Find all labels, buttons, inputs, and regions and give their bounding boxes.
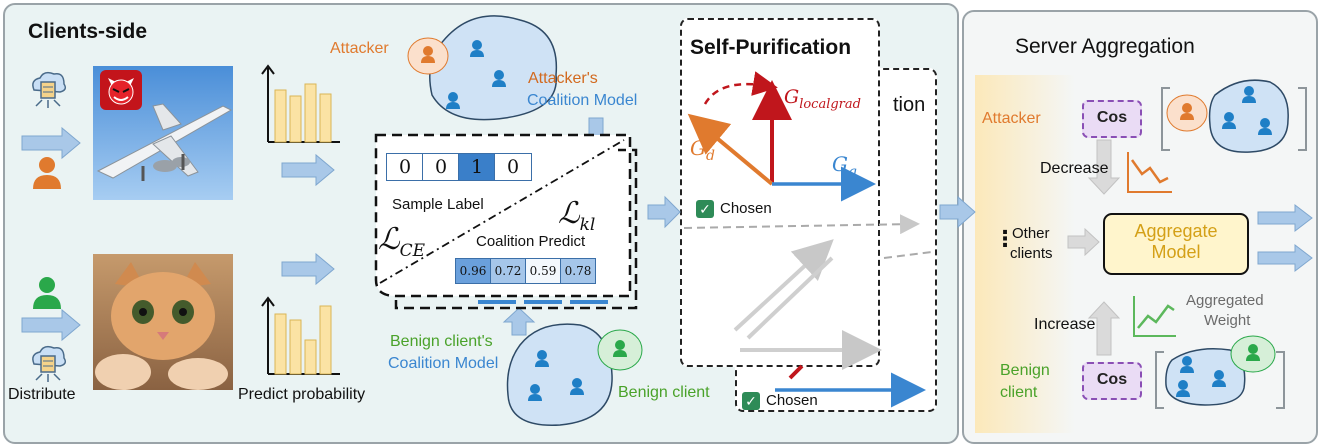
sample-label-cell: 1: [458, 153, 496, 181]
attacker-label: Attacker: [330, 40, 389, 57]
loss-diagonal: [379, 139, 625, 284]
loss-ce-subscript: CE: [399, 241, 426, 261]
clients-side-title: Clients-side: [28, 20, 148, 43]
cloud-server-icon-top: [26, 68, 70, 117]
sample-label-cell: 0: [494, 153, 532, 181]
arrow-out-1: [1257, 203, 1313, 233]
cloud-server-icon-bottom: [26, 342, 70, 391]
decrease-chart-icon: [1127, 152, 1172, 193]
distribute-label: Distribute: [8, 386, 76, 403]
benign-coalition-blob: [506, 323, 613, 426]
g-localgrad-label: Glocalgrad: [784, 86, 861, 112]
aggregated-weight-line1: Aggregated: [1186, 292, 1264, 309]
g-d-arrow: [687, 113, 774, 186]
chosen-label-1: Chosen: [720, 200, 772, 217]
decrease-label: Decrease: [1040, 160, 1109, 177]
benign-client-label: Benign client: [618, 384, 710, 401]
predict-cell: 0.59: [525, 258, 561, 284]
arrow-to-server: [939, 195, 976, 229]
predict-bars-bottom: [261, 296, 340, 375]
arrow-to-airplane: [21, 126, 81, 160]
predict-probability-label: Predict probability: [238, 386, 366, 403]
server-highlight: [975, 75, 1075, 433]
arrow-to-purification: [647, 195, 681, 229]
arrow-other-clients: [1067, 227, 1100, 257]
other-clients-line2: clients: [1010, 245, 1053, 262]
checkbox-checked-icon: ✓: [742, 392, 760, 411]
chosen-row-2: ✓ Chosen: [742, 392, 818, 411]
aggregate-line2: Model: [1151, 242, 1201, 262]
g-d-subscript: d: [705, 148, 715, 164]
sample-label-cell: 0: [386, 153, 424, 181]
predict-cell: 0.72: [490, 258, 526, 284]
increase-chart-icon: [1133, 296, 1176, 337]
predict-bars-top: [261, 64, 340, 143]
attacker-coalition-line1: Attacker's: [528, 70, 598, 87]
predict-cell: 0.96: [455, 258, 491, 284]
g-g-label: Gg: [832, 152, 857, 180]
benign-coalition-line2: Coalition Model: [388, 355, 499, 372]
g-d-symbol: G: [690, 136, 706, 160]
chosen-row-1: ✓ Chosen: [696, 200, 772, 219]
devil-icon: [100, 70, 142, 110]
arrow-increase: [1087, 301, 1121, 356]
loss-ce-label: ℒCE: [378, 222, 425, 261]
coalition-predict-text: Coalition Predict: [476, 233, 586, 250]
sample-label-text: Sample Label: [392, 196, 484, 213]
cos-box-benign: Cos: [1082, 362, 1142, 400]
loss-kl-symbol: ℒ: [558, 196, 580, 231]
server-aggregation-title: Server Aggregation: [1015, 35, 1195, 58]
arrow-benign-up: [502, 307, 536, 336]
chosen-label-2: Chosen: [766, 392, 818, 409]
other-clients-line1: Other: [1012, 225, 1050, 242]
arrow-out-2: [1257, 243, 1313, 273]
server-attacker-label: Attacker: [982, 110, 1041, 127]
sample-label-cells: 0 0 1 0: [386, 153, 546, 183]
benign-person-icon: [32, 275, 62, 316]
benign-line2: client: [1000, 384, 1038, 401]
g-localgrad-symbol: G: [784, 86, 800, 108]
predict-cell: 0.78: [560, 258, 596, 284]
g-d-label: Gd: [690, 136, 715, 164]
g-g-subscript: g: [847, 164, 857, 180]
benign-line1: Benign: [1000, 362, 1050, 379]
arrow-predict-bottom: [281, 252, 335, 286]
benign-coalition-line1: Benign client's: [390, 333, 493, 350]
coalition-predict-cells: 0.96 0.72 0.59 0.78: [455, 258, 605, 286]
attacker-coalition-line2: Coalition Model: [527, 92, 638, 109]
attacker-coalition-blob: [429, 15, 558, 121]
attacker-person-icon: [32, 155, 62, 196]
aggregate-line1: Aggregate: [1134, 221, 1218, 241]
cat-image: [93, 254, 233, 390]
loss-kl-subscript: kl: [579, 215, 596, 235]
self-purification-title: Self-Purification: [690, 36, 852, 59]
checkbox-checked-icon: ✓: [696, 200, 714, 219]
g-g-symbol: G: [832, 152, 848, 176]
loss-kl-label: ℒkl: [558, 196, 595, 235]
increase-label: Increase: [1034, 316, 1096, 333]
aggregated-weight-line2: Weight: [1204, 312, 1251, 329]
loss-ce-symbol: ℒ: [378, 222, 400, 257]
cos-box-attacker: Cos: [1082, 100, 1142, 138]
loss-box-back-frame: [394, 148, 638, 310]
arrow-to-cat: [21, 308, 81, 342]
rotation-arc: [703, 71, 778, 105]
aggregate-model-box: Aggregate Model: [1103, 213, 1249, 275]
hidden-title-fragment: tion: [893, 94, 926, 117]
arrow-decrease: [1087, 139, 1121, 195]
g-localgrad-subscript: localgrad: [799, 96, 861, 112]
sample-label-cell: 0: [422, 153, 460, 181]
user-icons-blue: [446, 40, 1272, 401]
arrow-predict-top: [281, 153, 335, 187]
ellipsis-icon: ⋮: [994, 226, 1016, 251]
